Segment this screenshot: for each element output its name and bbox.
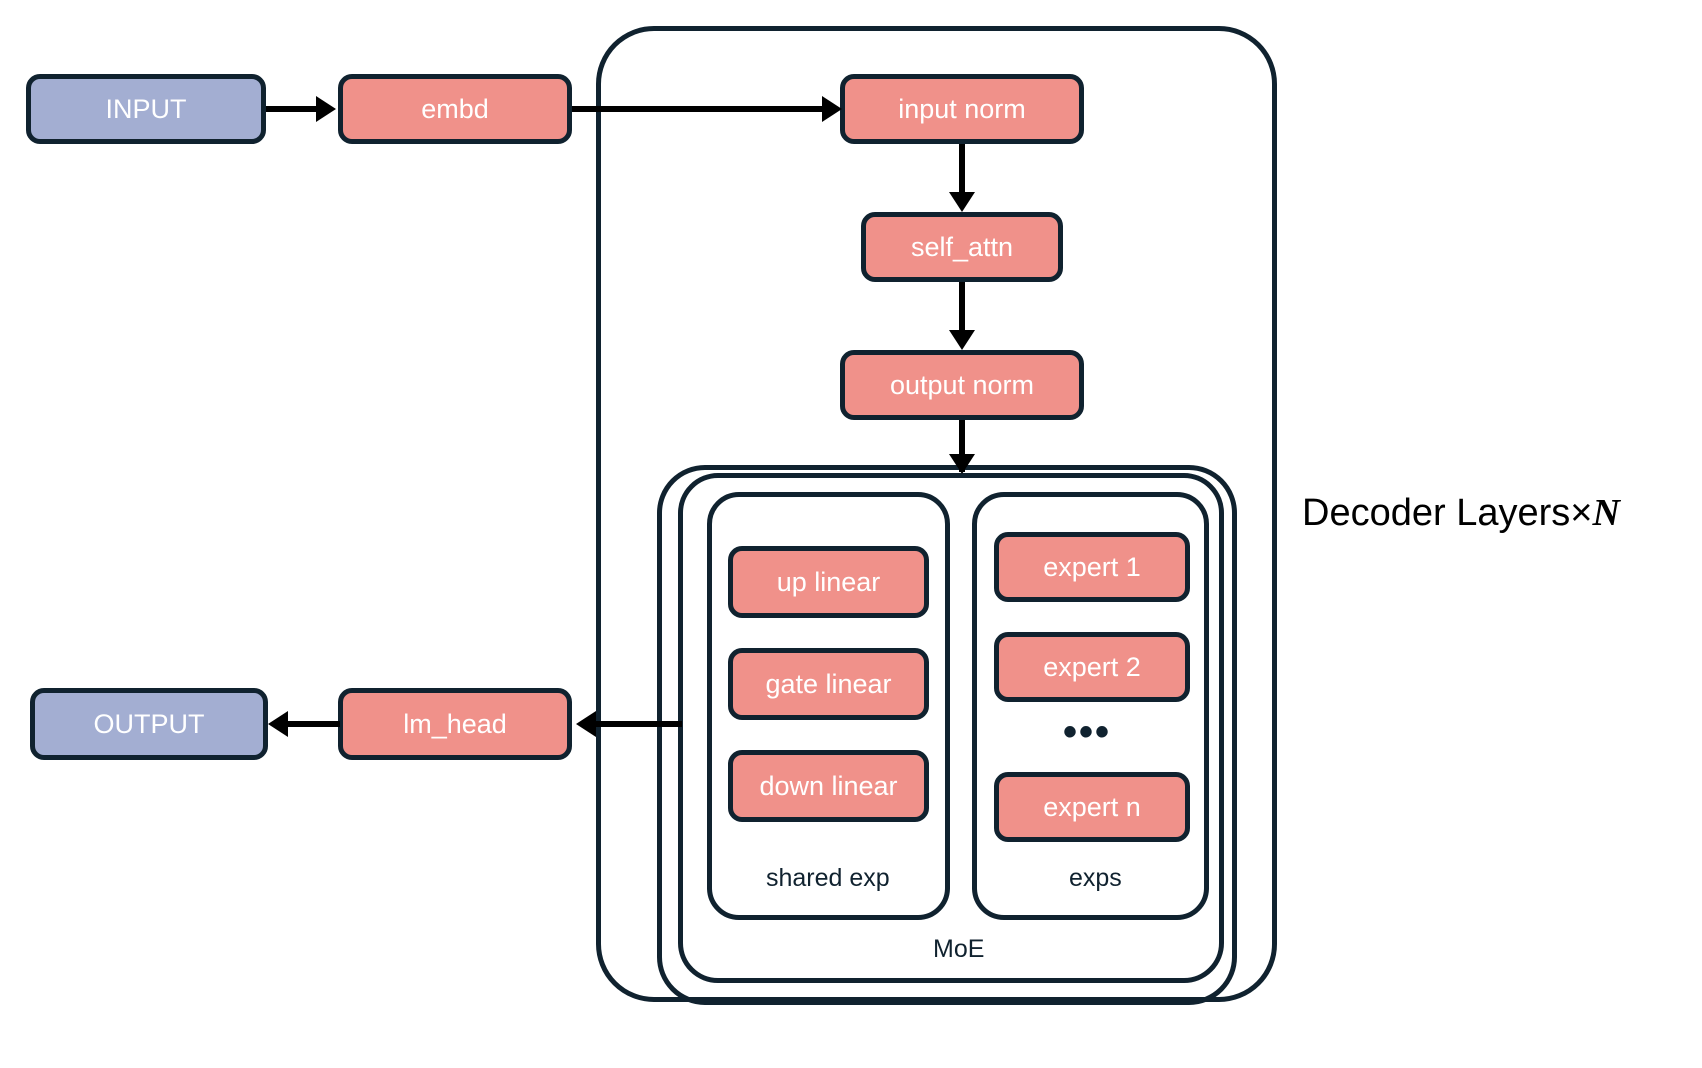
decoder-layers-label: Decoder Layers×N [1302,494,1620,532]
moe-inner-container [678,473,1224,983]
self-attn-label: self_attn [910,231,1014,262]
edge-embd-to-input-norm [572,106,828,112]
shared-expert-group [707,492,950,920]
up-linear-node[interactable]: up linear [728,546,929,618]
gate-linear-node[interactable]: gate linear [728,648,929,720]
arrow-embd-to-input-norm [822,96,842,122]
edge-lm-head-to-output [288,721,340,727]
output-node[interactable]: OUTPUT [30,688,268,760]
output-norm-label: output norm [889,369,1035,400]
lm-head-node[interactable]: lm_head [338,688,572,760]
edge-input-norm-to-self-attn [959,144,965,200]
expert-2-label: expert 2 [1043,651,1141,682]
arrow-input-to-embd [316,96,336,122]
down-linear-label: down linear [759,770,898,801]
down-linear-node[interactable]: down linear [728,750,929,822]
moe-label: MoE [933,935,985,963]
expert-n-node[interactable]: expert n [994,772,1190,842]
lm-head-label: lm_head [403,708,507,739]
arrow-moe-to-lm-head [576,711,596,737]
arrow-output-norm-to-moe [949,454,975,474]
expert-1-node[interactable]: expert 1 [994,532,1190,602]
up-linear-label: up linear [776,566,881,597]
output-norm-node[interactable]: output norm [840,350,1084,420]
experts-group [972,492,1209,920]
expert-1-label: expert 1 [1043,551,1141,582]
embd-node-label: embd [421,93,489,124]
edge-moe-to-lm-head [596,721,682,727]
decoder-layers-prefix: Decoder Layers× [1302,492,1593,534]
gate-linear-label: gate linear [765,668,892,699]
expert-n-label: expert n [1043,791,1141,822]
shared-exp-label: shared exp [766,864,890,892]
input-norm-node[interactable]: input norm [840,74,1084,144]
decoder-layers-count: N [1592,492,1620,534]
edge-self-attn-to-output-norm [959,282,965,338]
moe-outer-container [657,465,1237,1005]
experts-ellipsis: ••• [1063,710,1112,754]
output-node-label: OUTPUT [93,708,205,739]
arrow-self-attn-to-output-norm [949,330,975,350]
input-node[interactable]: INPUT [26,74,266,144]
input-norm-label: input norm [898,93,1026,124]
arrow-lm-head-to-output [268,711,288,737]
edge-output-norm-to-moe [959,420,965,472]
decoder-layers-container [596,26,1277,1002]
arrow-input-norm-to-self-attn [949,192,975,212]
input-node-label: INPUT [105,93,187,124]
expert-2-node[interactable]: expert 2 [994,632,1190,702]
edge-input-to-embd [266,106,318,112]
embd-node[interactable]: embd [338,74,572,144]
exps-label: exps [1069,864,1122,892]
self-attn-node[interactable]: self_attn [861,212,1063,282]
